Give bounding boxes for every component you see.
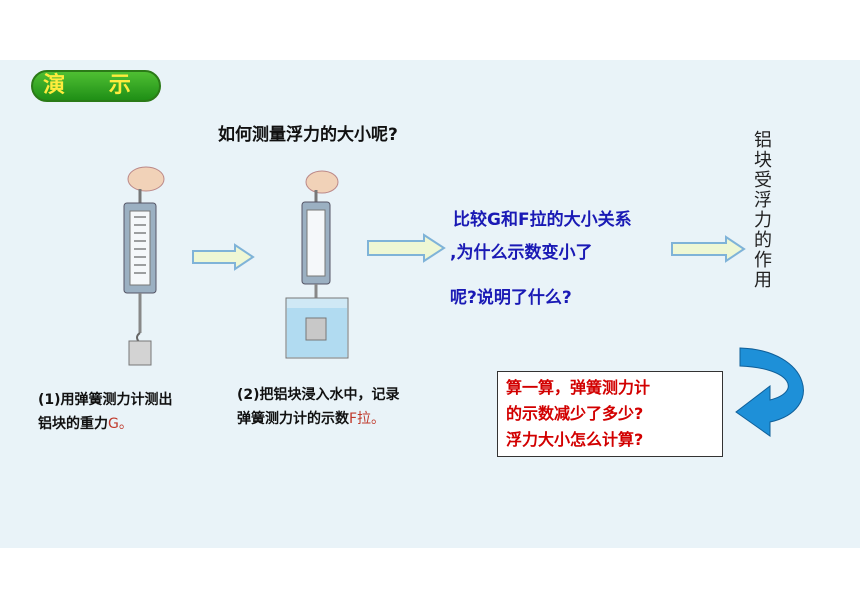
slide-background [0, 60, 860, 548]
calc-line-2: 的示数减少了多少? [506, 404, 644, 423]
step1-caption: (1)用弹簧测力计测出 铝块的重力G。 [38, 388, 173, 436]
arrow-right-2 [367, 233, 446, 263]
calc-line-1: 算一算，弹簧测力计 [506, 378, 651, 397]
calc-line-3: 浮力大小怎么计算? [506, 430, 644, 449]
step2-line1: (2)把铝块浸入水中，记录 [237, 387, 400, 403]
spring-scale-illustration-1 [123, 166, 165, 366]
compare-line-3: 呢?说明了什么? [450, 288, 572, 308]
arrow-right-3 [671, 235, 746, 263]
step2-line2-red: F拉。 [349, 411, 386, 427]
step1-line1: (1)用弹簧测力计测出 [38, 392, 173, 408]
spring-scale-in-water-illustration [285, 170, 349, 359]
curved-return-arrow [735, 347, 804, 437]
step1-line2: 铝块的重力 [38, 416, 108, 432]
step2-caption: (2)把铝块浸入水中，记录 弹簧测力计的示数F拉。 [237, 383, 400, 431]
demo-badge: 演 示 [31, 70, 161, 102]
compare-line-1: 比较G和F拉的大小关系 [453, 210, 632, 230]
step1-line2-red: G。 [108, 416, 133, 432]
compare-line-2: ,为什么示数变小了 [450, 243, 593, 263]
calculation-box: 算一算，弹簧测力计 的示数减少了多少? 浮力大小怎么计算? [497, 371, 723, 457]
conclusion-vertical-text: 铝块受浮力的作用 [751, 130, 772, 290]
arrow-right-1 [192, 243, 255, 271]
question-title: 如何测量浮力的大小呢? [218, 125, 398, 145]
step2-line2: 弹簧测力计的示数 [237, 411, 349, 427]
